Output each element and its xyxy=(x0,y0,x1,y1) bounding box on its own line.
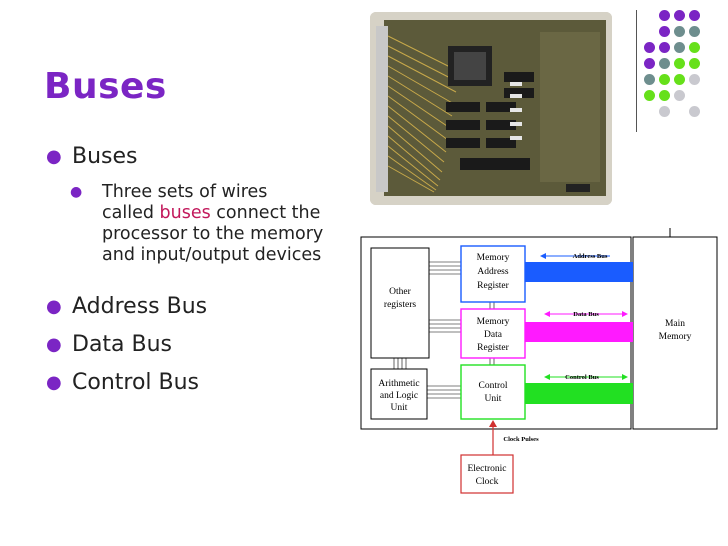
other-registers-box xyxy=(370,247,430,359)
circuit-board-photo xyxy=(370,12,612,205)
bus-diagram-svg: Main Memory Other registers Arithmetic a… xyxy=(360,228,718,494)
decorative-dot xyxy=(644,58,655,69)
svg-text:Address: Address xyxy=(477,267,508,277)
main-memory-label-2: Memory xyxy=(659,332,692,342)
decorative-dot xyxy=(689,74,700,85)
decorative-dot xyxy=(674,42,685,53)
highlight-buses: buses xyxy=(159,203,211,223)
control-bus xyxy=(525,383,633,404)
decorative-dot xyxy=(659,10,670,21)
electronic-clock-box xyxy=(460,454,514,494)
svg-text:Memory: Memory xyxy=(477,253,510,263)
decorative-dot xyxy=(659,58,670,69)
decorative-dot xyxy=(674,74,685,85)
decorative-dot xyxy=(659,74,670,85)
bullet-marker: ● xyxy=(46,296,62,317)
sub-bullet-marker: ● xyxy=(70,184,83,200)
svg-text:Control: Control xyxy=(478,381,507,391)
control-unit-box xyxy=(460,364,526,420)
divider-line xyxy=(636,10,637,132)
decorative-dot xyxy=(674,10,685,21)
svg-text:Unit: Unit xyxy=(485,394,502,404)
data-bus-label: Data Bus xyxy=(573,311,599,318)
bus-diagram: Main Memory Other registers Arithmetic a… xyxy=(360,226,720,496)
svg-text:Clock: Clock xyxy=(476,477,499,487)
decorative-dot xyxy=(689,58,700,69)
decorative-dot xyxy=(659,90,670,101)
decorative-dot xyxy=(674,26,685,37)
decorative-dot xyxy=(659,42,670,53)
svg-text:registers: registers xyxy=(384,300,416,310)
decorative-dot xyxy=(644,42,655,53)
main-memory-label: Main xyxy=(665,319,685,329)
decorative-dot xyxy=(689,26,700,37)
decorative-dot xyxy=(689,10,700,21)
bullet-marker: ● xyxy=(46,372,62,393)
svg-text:Data: Data xyxy=(484,330,503,340)
decorative-dot xyxy=(644,74,655,85)
decorative-dot xyxy=(674,58,685,69)
data-bus xyxy=(525,322,633,342)
bullet-marker: ● xyxy=(46,146,62,167)
memory-address-register-box xyxy=(460,245,526,303)
circuit-board-image xyxy=(370,12,612,205)
decorative-dot xyxy=(689,42,700,53)
decorative-dot-grid xyxy=(644,10,728,130)
svg-text:Arithmetic: Arithmetic xyxy=(378,379,419,389)
decorative-dot xyxy=(674,90,685,101)
decorative-dot xyxy=(644,90,655,101)
decorative-dot xyxy=(659,26,670,37)
address-bus-label: Address Bus xyxy=(573,253,608,260)
svg-text:Other: Other xyxy=(389,287,411,297)
bullet-marker: ● xyxy=(46,334,62,355)
clock-pulses-label: Clock Pulses xyxy=(503,436,539,443)
control-bus-label: Control Bus xyxy=(565,374,599,381)
decorative-dot xyxy=(659,106,670,117)
svg-text:Unit: Unit xyxy=(391,403,408,413)
svg-text:Electronic: Electronic xyxy=(467,464,506,474)
address-bus xyxy=(525,262,633,282)
svg-text:Memory: Memory xyxy=(477,317,510,327)
svg-text:Register: Register xyxy=(477,343,509,353)
svg-text:and Logic: and Logic xyxy=(380,391,418,401)
slide-title: Buses xyxy=(44,66,167,107)
svg-text:Register: Register xyxy=(477,281,509,291)
decorative-dot xyxy=(689,106,700,117)
